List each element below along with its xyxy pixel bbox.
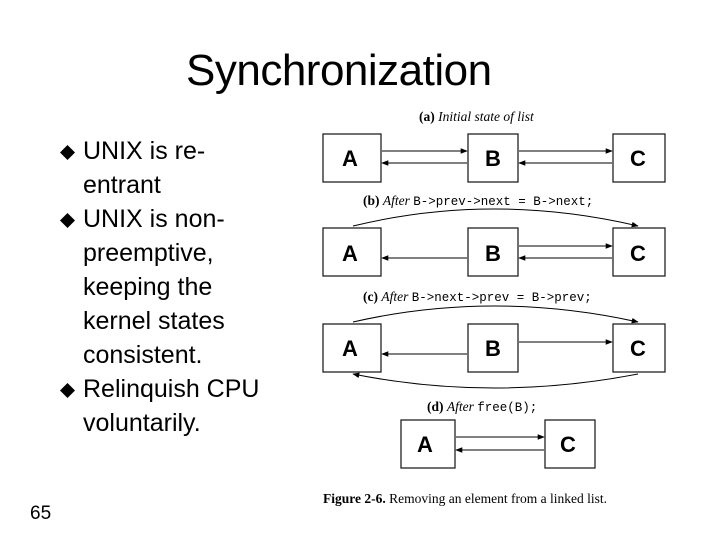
diamond-bullet-icon (60, 213, 75, 228)
skip-next-arrow (352, 305, 639, 324)
node-box-a (322, 227, 382, 277)
bullet-item: Relinquish CPU voluntarily. (60, 372, 290, 440)
bullet-line: entrant (83, 171, 161, 199)
bullet-line: keeping the (83, 273, 213, 301)
panel-c-code: B->next->prev = B->prev; (412, 291, 592, 305)
bullet-line: UNIX is re- (83, 137, 206, 165)
node-label-c: C (630, 241, 646, 266)
node-label-c: C (630, 336, 646, 361)
bullet-line: preemptive, (83, 239, 214, 267)
figure-caption-label: Figure 2-6. (323, 491, 386, 506)
node-box-a (322, 133, 382, 183)
node-label-a: A (417, 432, 433, 457)
bullet-list: UNIX is re- entrant UNIX is non- preempt… (60, 134, 290, 440)
diamond-bullet-icon (60, 145, 75, 160)
panel-a-tag: (a) (419, 109, 435, 124)
panel-d-text: After (446, 399, 475, 414)
bullet-line: consistent. (83, 341, 203, 369)
figure-caption: Figure 2-6. Removing an element from a l… (323, 491, 607, 506)
panel-b-caption: (b) After B->prev->next = B->next; (363, 193, 593, 209)
panel-b-text: After (382, 193, 411, 208)
page-number: 65 (30, 503, 52, 524)
panel-a-text: Initial state of list (437, 109, 535, 124)
node-label-a: A (342, 146, 358, 171)
node-box-c (544, 419, 596, 469)
panel-d-code: free(B); (477, 401, 537, 415)
node-label-b: B (485, 146, 501, 171)
bullet-line: Relinquish CPU (83, 375, 260, 403)
bullet-line: UNIX is non- (83, 205, 225, 233)
node-box-b (467, 227, 519, 277)
panel-d-caption: (d) After free(B); (427, 399, 537, 415)
node-label-a: A (342, 336, 358, 361)
skip-next-arrow (352, 208, 639, 228)
node-box-c (612, 323, 666, 373)
panel-a-caption: (a) Initial state of list (419, 109, 535, 124)
linked-list-figure: (a) Initial state of list A B C (b) Afte… (283, 98, 703, 518)
panel-c-tag: (c) (363, 289, 378, 304)
node-label-c: C (560, 432, 576, 457)
node-box-a (322, 323, 382, 373)
node-box-b (467, 323, 519, 373)
panel-c-text: After (380, 289, 409, 304)
bullet-item: UNIX is re- entrant (60, 134, 290, 202)
node-box-c (612, 133, 666, 183)
node-box-a (400, 419, 456, 469)
node-box-b (467, 133, 519, 183)
bullet-line: kernel states (83, 307, 225, 335)
node-label-c: C (630, 146, 646, 171)
panel-d-tag: (d) (427, 399, 444, 414)
node-label-b: B (485, 241, 501, 266)
bullet-line: voluntarily. (83, 409, 201, 437)
bullet-item: UNIX is non- preemptive, keeping the ker… (60, 202, 290, 372)
panel-c-caption: (c) After B->next->prev = B->prev; (363, 289, 592, 305)
diamond-bullet-icon (60, 383, 75, 398)
node-box-c (612, 227, 666, 277)
slide-title: Synchronization (186, 46, 492, 95)
node-label-b: B (485, 336, 501, 361)
skip-prev-arrow (352, 372, 639, 389)
panel-b-tag: (b) (363, 193, 380, 208)
panel-b-code: B->prev->next = B->next; (413, 195, 593, 209)
linked-list-diagram: (a) Initial state of list A B C (b) Afte… (322, 109, 666, 506)
node-label-a: A (342, 241, 358, 266)
figure-caption-text: Removing an element from a linked list. (389, 491, 607, 506)
